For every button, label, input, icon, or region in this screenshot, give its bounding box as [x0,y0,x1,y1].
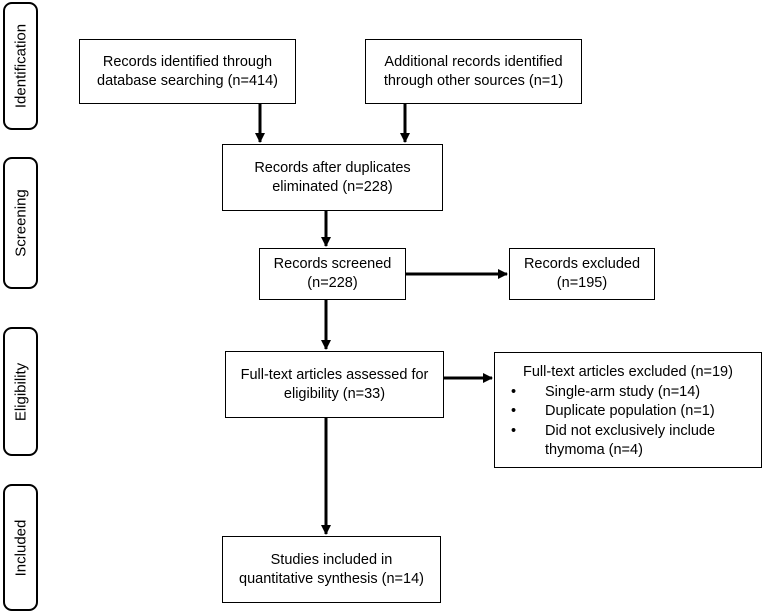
box-fulltext-assessed: Full-text articles assessed for eligibil… [225,351,444,418]
box-records-screened-text: Records screened (n=228) [273,256,392,291]
exclusion-reason: Duplicate population (n=1) [505,402,751,422]
phase-screening: Screening [3,157,38,289]
box-studies-included-text: Studies included in quantitative synthes… [239,551,424,587]
box-database-records: Records identified through database sear… [79,39,296,104]
box-after-duplicates-text: Records after duplicates eliminated (n=2… [254,159,411,195]
box-fulltext-excluded: Full-text articles excluded (n=19) Singl… [494,352,762,468]
box-records-excluded: Records excluded (n=195) [509,248,655,300]
exclusion-reason: Did not exclusively include thymoma (n=4… [505,422,751,461]
phase-identification: Identification [3,2,38,130]
box-database-text: Records identified through database sear… [97,53,278,89]
exclusion-reason: Single-arm study (n=14) [505,383,751,403]
box-other-sources: Additional records identified through ot… [365,39,582,104]
box-records-screened: Records screened (n=228) [259,248,406,300]
box-after-duplicates: Records after duplicates eliminated (n=2… [222,144,443,211]
box-records-excluded-text: Records excluded (n=195) [523,256,641,291]
box-studies-included: Studies included in quantitative synthes… [222,536,441,603]
phase-eligibility: Eligibility [3,327,38,456]
box-other-sources-text: Additional records identified through ot… [383,53,564,89]
phase-included: Included [3,484,38,611]
exclusion-reasons-list: Single-arm study (n=14) Duplicate popula… [505,383,751,461]
fulltext-excluded-title: Full-text articles excluded (n=19) [523,364,733,380]
box-fulltext-assessed-text: Full-text articles assessed for eligibil… [240,366,429,402]
